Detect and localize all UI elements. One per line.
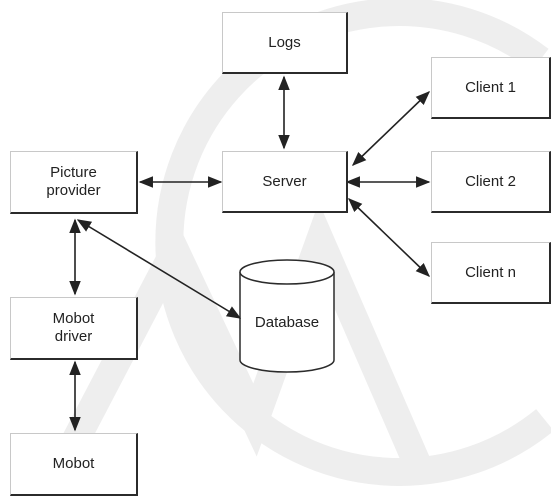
client1-box: Client 1 [431, 57, 551, 119]
mobot-driver-box: Mobot driver [10, 297, 138, 360]
server-box: Server [222, 151, 348, 213]
arrow-server-clientn [347, 198, 431, 277]
logs-label: Logs [268, 33, 301, 51]
client1-label: Client 1 [465, 78, 516, 96]
picture-provider-label: Picture provider [46, 164, 101, 199]
mobot-box: Mobot [10, 433, 138, 496]
logs-box: Logs [222, 12, 348, 74]
clientn-box: Client n [431, 242, 551, 304]
database-label: Database [254, 314, 320, 331]
database-cylinder [239, 259, 335, 373]
mobot-label: Mobot [52, 455, 95, 472]
clientn-label: Client n [465, 263, 516, 281]
arrow-server-client1 [351, 91, 431, 166]
server-label: Server [262, 172, 307, 190]
client2-label: Client 2 [465, 172, 516, 190]
client2-box: Client 2 [431, 151, 551, 213]
arrow-picture-provider-database [76, 219, 242, 319]
mobot-driver-label: Mobot driver [52, 310, 95, 345]
picture-provider-box: Picture provider [10, 151, 138, 214]
